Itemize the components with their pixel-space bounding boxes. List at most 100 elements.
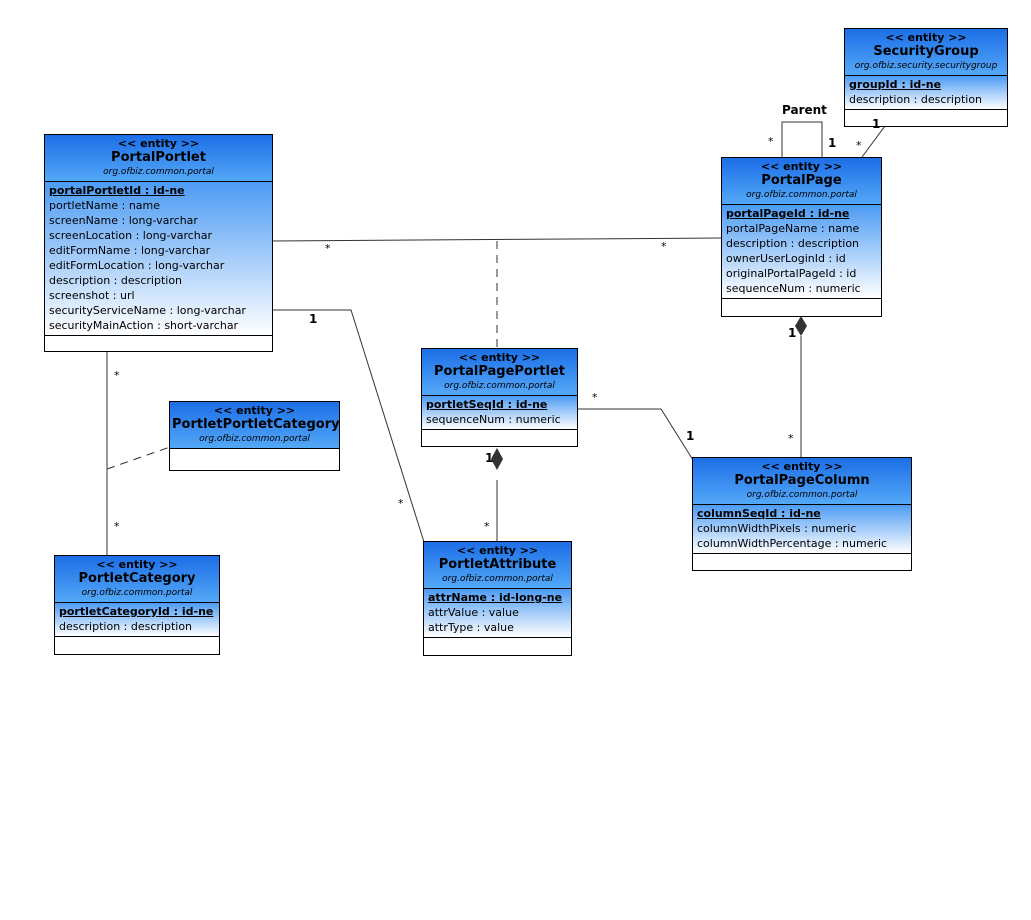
entity-stereotype: << entity >>: [885, 31, 967, 44]
entity-attributes: portletCategoryId : id-ne description : …: [55, 603, 219, 637]
multiplicity-label: 1: [872, 117, 881, 131]
entity-header: << entity >> PortletPortletCategory org.…: [170, 402, 340, 449]
multiplicity-label: *: [114, 520, 120, 533]
attribute: editFormName : long-varchar: [49, 244, 211, 257]
entity-stereotype: << entity >>: [760, 160, 843, 173]
attribute: portalPageName : name: [726, 222, 860, 235]
entity-portletattribute[interactable]: << entity >> PortletAttribute org.ofbiz.…: [423, 541, 572, 656]
entity-attributes: columnSeqId : id-ne columnWidthPixels : …: [693, 505, 911, 554]
attribute: portletName : name: [49, 199, 161, 212]
attribute: description : description: [59, 620, 193, 633]
entity-name: PortalPortlet: [111, 150, 206, 165]
attribute: securityServiceName : long-varchar: [49, 304, 246, 317]
entity-portletportletcategory[interactable]: << entity >> PortletPortletCategory org.…: [169, 401, 340, 471]
entity-name: PortalPage: [761, 173, 842, 188]
entity-package: org.ofbiz.common.portal: [103, 167, 214, 177]
entity-name: PortalPageColumn: [734, 473, 870, 488]
entity-name: PortalPagePortlet: [434, 364, 565, 379]
attribute: description : description: [726, 237, 860, 250]
multiplicity-label: 1: [686, 429, 695, 443]
entity-stereotype: << entity >>: [456, 544, 539, 557]
parent-self-loop: [781, 121, 823, 157]
entity-header: << entity >> PortalPagePortlet org.ofbiz…: [422, 349, 577, 396]
attribute: columnWidthPercentage : numeric: [697, 537, 888, 550]
primary-key: groupId : id-ne: [849, 78, 942, 91]
multiplicity-label: *: [788, 432, 794, 445]
ppp-column-link: [578, 408, 694, 461]
entity-stereotype: << entity >>: [213, 404, 296, 417]
portlet-page-link: [272, 237, 722, 242]
multiplicity-label: 1: [828, 136, 837, 150]
entity-attributes: portalPortletId : id-ne portletName : na…: [45, 182, 272, 336]
attribute: ownerUserLoginId : id: [726, 252, 846, 265]
attribute: description : description: [849, 93, 983, 106]
attribute: screenName : long-varchar: [49, 214, 198, 227]
multiplicity-label: *: [661, 240, 667, 253]
attribute: editFormLocation : long-varchar: [49, 259, 225, 272]
multiplicity-label: *: [398, 497, 404, 510]
page-composition-diamond: [795, 316, 807, 336]
multiplicity-label: 1: [788, 326, 797, 340]
entity-package: org.ofbiz.common.portal: [442, 574, 553, 584]
primary-key: attrName : id-long-ne: [428, 591, 563, 604]
multiplicity-label: *: [325, 242, 331, 255]
multiplicity-label: 1: [309, 312, 318, 326]
attribute: screenshot : url: [49, 289, 135, 302]
attribute: attrType : value: [428, 621, 514, 634]
multiplicity-label: *: [856, 139, 862, 152]
entity-stereotype: << entity >>: [458, 351, 541, 364]
entity-securitygroup[interactable]: << entity >> SecurityGroup org.ofbiz.sec…: [844, 28, 1008, 127]
entity-portalpageportlet[interactable]: << entity >> PortalPagePortlet org.ofbiz…: [421, 348, 578, 447]
entity-portalpage[interactable]: << entity >> PortalPage org.ofbiz.common…: [721, 157, 882, 317]
multiplicity-label: *: [592, 391, 598, 404]
attribute: sequenceNum : numeric: [726, 282, 861, 295]
entity-package: org.ofbiz.common.portal: [746, 190, 857, 200]
ppp-composition-diamond: [491, 448, 503, 470]
multiplicity-label: *: [768, 135, 774, 148]
primary-key: portletCategoryId : id-ne: [59, 605, 214, 618]
entity-portalpagecolumn[interactable]: << entity >> PortalPageColumn org.ofbiz.…: [692, 457, 912, 571]
entity-package: org.ofbiz.common.portal: [199, 434, 310, 444]
attribute: description : description: [49, 274, 183, 287]
entity-name: SecurityGroup: [873, 44, 979, 59]
attribute: originalPortalPageId : id: [726, 267, 857, 280]
entity-attributes: portletSeqId : id-ne sequenceNum : numer…: [422, 396, 577, 430]
entity-attributes: groupId : id-ne description : descriptio…: [845, 76, 1007, 110]
ppc-association-dash: [106, 446, 171, 470]
multiplicity-label: *: [114, 369, 120, 382]
entity-header: << entity >> PortalPortlet org.ofbiz.com…: [45, 135, 272, 182]
entity-portletcategory[interactable]: << entity >> PortletCategory org.ofbiz.c…: [54, 555, 220, 655]
entity-package: org.ofbiz.common.portal: [746, 490, 858, 500]
entity-header: << entity >> PortalPageColumn org.ofbiz.…: [693, 458, 911, 505]
attribute: securityMainAction : short-varchar: [49, 319, 239, 332]
primary-key: portletSeqId : id-ne: [426, 398, 548, 411]
primary-key: columnSeqId : id-ne: [697, 507, 821, 520]
attribute: attrValue : value: [428, 606, 519, 619]
multiplicity-label: 1: [485, 451, 494, 465]
entity-name: PortletAttribute: [438, 557, 557, 572]
primary-key: portalPortletId : id-ne: [49, 184, 185, 197]
parent-role-label: Parent: [782, 103, 827, 117]
securitygroup-portalpage-link: [861, 125, 886, 158]
entity-portalportlet[interactable]: << entity >> PortalPortlet org.ofbiz.com…: [44, 134, 273, 352]
portlet-attribute-link: [273, 309, 425, 543]
entity-header: << entity >> PortletCategory org.ofbiz.c…: [55, 556, 219, 603]
entity-stereotype: << entity >>: [96, 558, 178, 571]
entity-attributes: attrName : id-long-ne attrValue : value …: [424, 589, 571, 638]
attribute: columnWidthPixels : numeric: [697, 522, 857, 535]
multiplicity-label: *: [484, 520, 490, 533]
entity-stereotype: << entity >>: [117, 137, 200, 150]
attribute: screenLocation : long-varchar: [49, 229, 213, 242]
entity-package: org.ofbiz.common.portal: [81, 588, 193, 598]
entity-name: PortletPortletCategory: [172, 417, 340, 432]
entity-header: << entity >> PortletAttribute org.ofbiz.…: [424, 542, 571, 589]
entity-header: << entity >> PortalPage org.ofbiz.common…: [722, 158, 881, 205]
entity-header: << entity >> SecurityGroup org.ofbiz.sec…: [845, 29, 1007, 76]
entity-name: PortletCategory: [78, 571, 196, 586]
entity-stereotype: << entity >>: [761, 460, 843, 473]
attribute: sequenceNum : numeric: [426, 413, 561, 426]
entity-package: org.ofbiz.common.portal: [444, 381, 555, 391]
entity-package: org.ofbiz.security.securitygroup: [854, 61, 998, 71]
entity-attributes: portalPageId : id-ne portalPageName : na…: [722, 205, 881, 299]
